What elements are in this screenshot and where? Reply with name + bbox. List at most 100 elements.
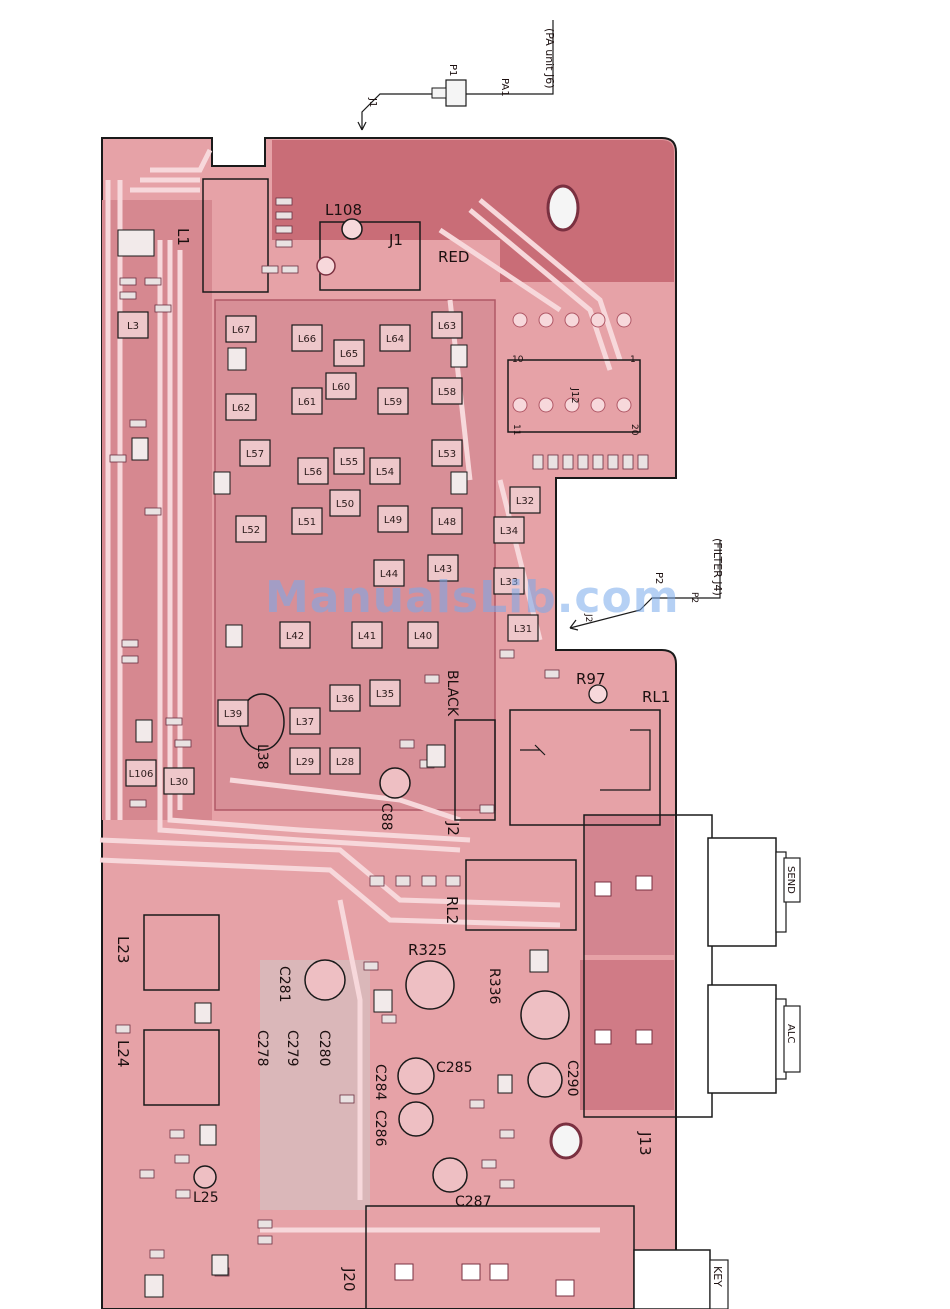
inductor-l56-label: L56 [304, 467, 322, 478]
inductor-l106-box [125, 759, 157, 787]
trace-bundle [99, 148, 623, 1233]
jack-alc [707, 984, 787, 1094]
p2b-label: P2 [689, 592, 699, 603]
key-tag: KEY [711, 1266, 724, 1287]
p1-label: P1 [447, 64, 458, 76]
pa-unit-label: (PA unit J6) [543, 28, 556, 89]
copper-pour-lower-mid [260, 960, 370, 1210]
inductor-l63-box [431, 311, 463, 339]
smd-components [109, 197, 649, 1277]
inductor-l59-label: L59 [384, 397, 402, 408]
j1-label: J1 [388, 231, 403, 249]
inductor-l39-box [217, 699, 249, 727]
inductor-l40-label: L40 [414, 631, 432, 642]
l24-label: L24 [114, 1040, 132, 1067]
inductor-l32-label: L32 [516, 496, 534, 507]
jack-send [707, 837, 787, 947]
inductor-l53-label: L53 [438, 449, 456, 460]
r336-label: R336 [486, 968, 502, 1005]
inductor-l50-box [329, 489, 361, 517]
pa1-label: PA1 [499, 78, 510, 97]
pin-1-label: 1 [630, 355, 636, 365]
inductor-l67-label: L67 [232, 325, 250, 336]
inductor-l58-box [431, 377, 463, 405]
inductor-l51-label: L51 [298, 517, 316, 528]
pin-10-label: 10 [512, 355, 524, 365]
mounting-hole-lower [549, 1122, 583, 1160]
c286-label: C286 [372, 1110, 388, 1147]
inductor-l50-label: L50 [336, 499, 354, 510]
semiconductor-marks [117, 229, 549, 1298]
relay-rl1 [509, 709, 661, 826]
j2-arrow-label: J2 [583, 613, 593, 622]
inductor-l58-label: L58 [438, 387, 456, 398]
filter-j4-label: (FILTER J4) [711, 538, 724, 596]
inductor-l36-box [329, 684, 361, 712]
inductor-l29-label: L29 [296, 757, 314, 768]
rl1-label: RL1 [642, 688, 670, 706]
c88-label: C88 [378, 803, 394, 831]
inductor-l106-label: L106 [129, 769, 154, 780]
inductor-l33-label: L33 [500, 577, 518, 588]
p2-label: P2 [653, 572, 664, 584]
inductor-l55-box [333, 447, 365, 475]
black-label: BLACK [444, 670, 460, 717]
inductor-l30-label: L30 [170, 777, 188, 788]
inductor-l37-label: L37 [296, 717, 314, 728]
connector-j2-body [454, 719, 496, 821]
inductor-l65-label: L65 [340, 349, 358, 360]
c280-label: C280 [316, 1030, 332, 1067]
rl2-label: RL2 [443, 896, 461, 924]
inductor-l40-box [407, 621, 439, 649]
inductor-l55-label: L55 [340, 457, 358, 468]
inductor-l54-box [369, 457, 401, 485]
inductor-l32-box [509, 486, 541, 514]
inductor-l36-label: L36 [336, 694, 354, 705]
relay-rl2 [465, 859, 577, 931]
inductor-l57-label: L57 [246, 449, 264, 460]
watermark-text: ManualsLib.com [265, 572, 680, 623]
r97-label: R97 [576, 670, 606, 688]
inductor-l62-label: L62 [232, 403, 250, 414]
inductor-l56-box [297, 457, 329, 485]
inductor-l31-box [507, 614, 539, 642]
inductor-l34-label: L34 [500, 526, 518, 537]
inductor-l54-label: L54 [376, 467, 394, 478]
inductor-l44-box [373, 559, 405, 587]
inductor-l3-label: L3 [127, 321, 139, 332]
ic-j12-body [507, 359, 641, 433]
inductor-l44-label: L44 [380, 569, 398, 580]
red-label: RED [438, 248, 469, 266]
inductor-l30-box [163, 767, 195, 795]
inductor-l28-box [329, 747, 361, 775]
c290-label: C290 [564, 1060, 580, 1097]
connector-j1-body [319, 221, 421, 291]
inductor-l61-label: L61 [298, 397, 316, 408]
inductor-l52-box [235, 515, 267, 543]
inductor-l59-box [377, 387, 409, 415]
inductor-l60-label: L60 [332, 382, 350, 393]
inductor-l67-box [225, 315, 257, 343]
inductor-l48-box [431, 507, 463, 535]
inductor-l42-label: L42 [286, 631, 304, 642]
inductor-l42-box [279, 621, 311, 649]
send-tag: SEND [785, 866, 796, 894]
j2-label: J2 [444, 821, 462, 836]
inductor-l62-box [225, 393, 257, 421]
c287-label: C287 [455, 1194, 492, 1210]
alc-tag: ALC [785, 1024, 796, 1043]
inductor-l23-body [143, 914, 220, 991]
inductor-l60-box [325, 372, 357, 400]
inductor-l28-label: L28 [336, 757, 354, 768]
c281-label: C281 [276, 966, 292, 1003]
c284-label: C284 [372, 1064, 388, 1101]
inductor-l57-box [239, 439, 271, 467]
j1-top-label: J1 [367, 97, 378, 107]
j20-label: J20 [340, 1267, 358, 1292]
inductor-l63-label: L63 [438, 321, 456, 332]
inductor-l29-box [289, 747, 321, 775]
copper-pour-lower-right [580, 960, 674, 1110]
inductor-l61-box [291, 387, 323, 415]
inductor-l51-box [291, 507, 323, 535]
